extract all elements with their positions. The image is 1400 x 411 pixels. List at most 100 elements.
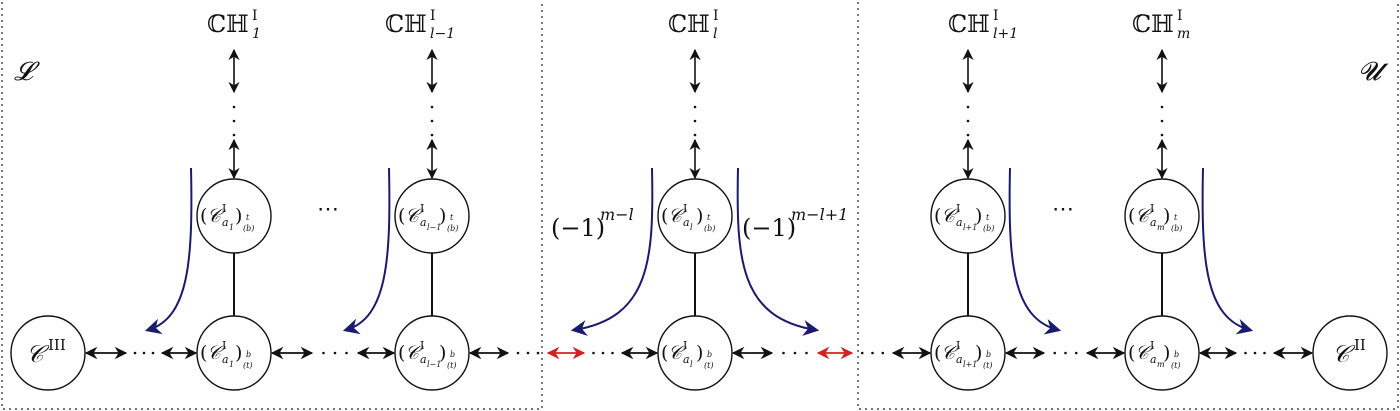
curve-arrow [570,167,654,336]
svg-text:I: I [993,8,999,24]
dot [693,119,697,123]
svg-text:): ) [439,342,446,364]
dot [322,351,325,355]
svg-text:l−1: l−1 [427,223,441,232]
svg-text:(: ( [934,342,941,364]
dot [871,351,874,355]
svg-text:a: a [1150,353,1157,366]
svg-text:l−1: l−1 [427,360,441,369]
top-label-l: ℂℍ I l [668,8,719,42]
dot [611,351,614,355]
dot [526,351,530,355]
dot [133,351,137,355]
svg-text:(b): (b) [243,224,254,233]
svg-text:I: I [1150,339,1154,352]
dot [966,105,970,109]
dot [430,133,434,137]
svg-text:I: I [683,339,687,352]
svg-text:(b): (b) [1171,224,1182,233]
svg-text:(t): (t) [704,361,713,370]
ellipsis-left: ⋯ [317,197,339,222]
svg-text:b: b [986,350,991,359]
svg-text:t: t [1174,213,1178,222]
region-label-left: 𝓛 [14,57,40,87]
top-label-m: ℂℍ I m [1132,8,1190,42]
svg-text:ℂℍ: ℂℍ [385,10,427,38]
dot [1244,351,1247,355]
svg-text:l+1: l+1 [963,223,977,232]
svg-text:): ) [1163,342,1170,364]
svg-text:a: a [956,216,963,229]
svg-text:(: ( [1128,342,1135,364]
svg-text:m: m [1157,360,1165,369]
svg-text:(−1): (−1) [742,214,796,242]
dot [693,105,697,109]
dot [693,133,697,137]
dot [805,351,808,355]
svg-text:b: b [246,350,251,359]
svg-text:a: a [222,353,229,366]
svg-text:m−l+1: m−l+1 [791,205,848,224]
svg-text:a: a [683,216,690,229]
curve-arrow [1008,167,1062,335]
svg-text:(t): (t) [243,361,252,370]
svg-text:(b): (b) [704,224,715,233]
region-label-right: 𝓤 [1358,57,1389,87]
svg-text:I: I [222,202,226,215]
svg-text:I: I [222,339,226,352]
svg-text:I: I [420,339,424,352]
curve-arrow [144,167,193,335]
dot [232,119,236,123]
svg-text:l: l [690,360,693,369]
dot [1053,351,1057,355]
end-node-right: 𝒞 II [1312,315,1388,391]
svg-text:(t): (t) [1171,361,1180,370]
top-label-1: ℂℍ I 1 [207,8,261,42]
region-box-right [857,0,1399,410]
svg-text:a: a [420,216,427,229]
svg-text:l+1: l+1 [993,26,1018,42]
sign-label-right: (−1) m−l+1 [742,205,848,242]
svg-text:(: ( [934,205,941,227]
dot [881,351,885,355]
svg-text:a: a [420,353,427,366]
svg-text:(t): (t) [447,361,456,370]
dot [142,351,146,355]
svg-text:t: t [246,213,250,222]
dot [345,351,348,355]
svg-text:(: ( [398,205,405,227]
svg-text:I: I [1150,202,1154,215]
svg-text:I: I [420,202,424,215]
svg-text:1: 1 [229,360,234,369]
svg-text:(b): (b) [447,224,458,233]
dot [232,105,236,109]
svg-text:t: t [986,213,990,222]
dot [333,351,337,355]
dot [1263,351,1266,355]
svg-text:a: a [956,353,963,366]
svg-text:t: t [707,213,711,222]
dot [232,133,236,137]
top-label-l-minus-1: ℂℍ I l−1 [385,8,455,42]
svg-text:a: a [222,216,229,229]
svg-text:): ) [696,205,703,227]
svg-text:(: ( [661,342,668,364]
svg-text:): ) [975,205,982,227]
svg-text:ℂℍ: ℂℍ [948,10,990,38]
dot [793,351,797,355]
svg-text:(b): (b) [983,224,994,233]
svg-text:(t): (t) [983,361,992,370]
svg-text:b: b [1174,350,1179,359]
svg-text:(: ( [1128,205,1135,227]
